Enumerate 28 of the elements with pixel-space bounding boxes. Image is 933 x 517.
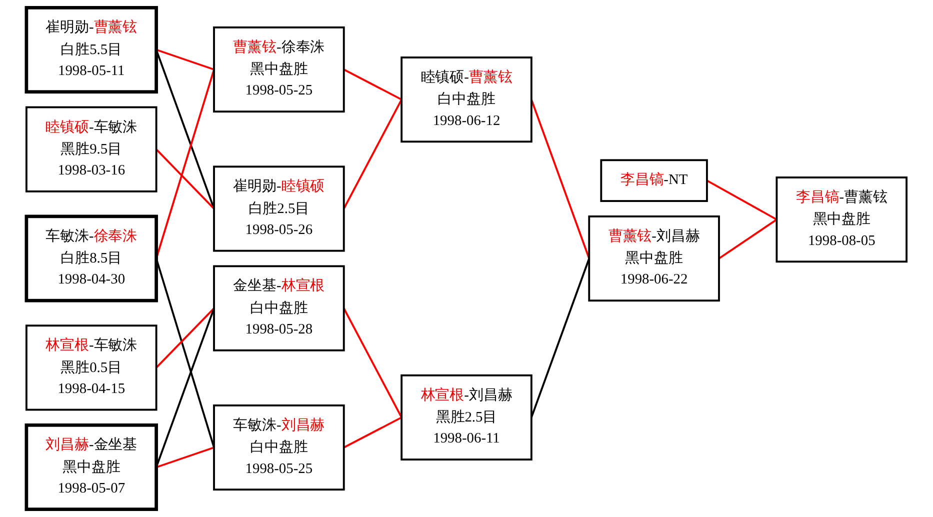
connector xyxy=(156,446,214,468)
node-box: 睦镇硕-车敏洙 黑胜9.5目 1998-03-16 xyxy=(25,106,158,192)
connector xyxy=(343,99,402,210)
connector xyxy=(343,68,402,100)
node-box: 曹薰铉-刘昌赫 黑中盘胜 1998-06-22 xyxy=(588,215,720,302)
connector xyxy=(718,218,778,260)
node-box: 李昌镐-NT xyxy=(600,159,708,202)
connector xyxy=(530,99,590,259)
connector xyxy=(343,308,402,418)
node-box: 刘昌赫-金坐基 黑中盘胜 1998-05-07 xyxy=(24,423,158,511)
node-box: 崔明勋-睦镇硕 白胜2.5目 1998-05-26 xyxy=(213,166,345,252)
connector xyxy=(155,49,215,210)
connector xyxy=(343,416,402,448)
connector xyxy=(156,148,215,210)
connector xyxy=(530,258,590,418)
node-box: 崔明勋-曹薰铉 白胜5.5目 1998-05-11 xyxy=(24,6,158,94)
connector xyxy=(156,308,215,368)
connector xyxy=(156,48,214,70)
node-box: 车敏洙-刘昌赫 白中盘胜 1998-05-25 xyxy=(213,404,345,491)
node-box: 金坐基-林宣根 白中盘胜 1998-05-28 xyxy=(213,265,345,352)
node-box: 李昌镐-曹薰铉 黑中盘胜 1998-08-05 xyxy=(776,176,908,263)
node-box: 睦镇硕-曹薰铉 白中盘胜 1998-06-12 xyxy=(400,56,532,143)
node-box: 林宣根-车敏洙 黑胜0.5目 1998-04-15 xyxy=(25,324,158,411)
node-box: 曹薰铉-徐奉洙 黑中盘胜 1998-05-25 xyxy=(213,26,345,113)
connector xyxy=(706,180,778,220)
node-box: 林宣根-刘昌赫 黑胜2.5目 1998-06-11 xyxy=(400,374,532,460)
node-box: 车敏洙-徐奉洙 白胜8.5目 1998-04-30 xyxy=(24,214,158,302)
connector xyxy=(155,308,215,468)
